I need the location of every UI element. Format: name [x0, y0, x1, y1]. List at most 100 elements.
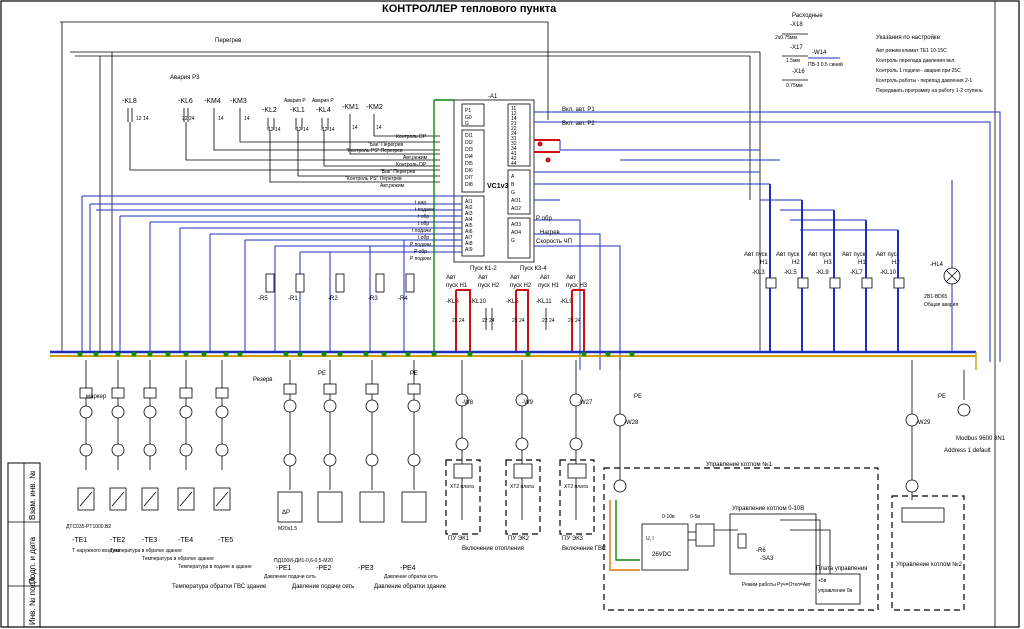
label-rezerv: Резерв — [253, 377, 273, 383]
te-terminal: -TE4 — [178, 537, 193, 544]
te-description: Т наружного воздуха — [72, 548, 120, 554]
do-pin: 32 — [511, 141, 517, 147]
boiler1-cable-w28: -W28 — [624, 420, 639, 426]
relay-km4: -KM4 — [204, 98, 221, 105]
di-label: Авт.режим — [403, 155, 428, 161]
mid-relay-mid: пуск Н1 — [446, 283, 468, 289]
resistor-r4: -R4 — [398, 296, 408, 302]
di-label: "Бак" Перегрев — [380, 169, 416, 175]
pump-unit-label: ХТ2 плата — [510, 484, 534, 490]
setup-notes: Указания по настройке: Авт режим климат … — [876, 34, 983, 94]
te-terminal: -TE3 — [142, 537, 157, 544]
pump-caption: Включение отопления — [462, 546, 524, 552]
boiler1-range2: 0-5в — [690, 514, 700, 520]
boiler2-title: Управление котлом №2 — [896, 561, 963, 568]
di-label: Авт.режим — [380, 183, 405, 189]
modbus-name: Modbus 9600 8N1 — [956, 436, 1006, 442]
te-sensor-columns — [77, 360, 231, 511]
ai-pin: AI6 — [465, 229, 473, 235]
mid-relay-mid: пуск Н2 — [478, 283, 500, 289]
mid-relay-id: -KL10 — [470, 299, 487, 305]
right-relay-mid: Н1 — [858, 260, 866, 266]
pe-terminal: -PE4 — [400, 565, 416, 572]
di-pin: DI1 — [465, 133, 473, 139]
svg-text:A: A — [511, 174, 515, 180]
te-terminal: -TE5 — [218, 537, 233, 544]
relay-km3: -KM3 — [230, 98, 247, 105]
di-label: Контроль DP — [396, 134, 427, 140]
do-pin: 14 — [511, 116, 517, 122]
pump-unit-bottom: ПУ ЭК2 — [508, 536, 530, 542]
mid-relay-top: Авт — [446, 275, 456, 281]
ai-wiring — [81, 99, 462, 352]
ai-pin: AI8 — [465, 241, 473, 247]
right-relay-id: -KL3 — [752, 270, 765, 276]
pe-label: PE — [410, 371, 418, 377]
svg-text:12 14: 12 14 — [136, 116, 149, 122]
resistor-group: -R1 -R2 -R3 -R4 -R5 — [258, 273, 415, 302]
pump-unit-label: ХТ2 плата — [564, 484, 588, 490]
do-pin: 24 — [511, 131, 517, 137]
di-labels: Контроль DP "Бак" Перегрев "Контроль PS"… — [345, 134, 428, 189]
pump-unit-bottom: ПУ ЭК3 — [562, 536, 584, 542]
svg-text:P1: P1 — [465, 108, 471, 114]
right-relay-id: -KL9 — [816, 270, 829, 276]
mid-relay-mid: пуск Н1 — [538, 283, 560, 289]
mid-relay-id: -KL5 — [506, 299, 519, 305]
top-wiring — [60, 21, 761, 352]
pump-unit-bottom: ПУ ЭК1 — [448, 536, 470, 542]
mid-relay-id: -KL9 — [560, 299, 573, 305]
ai-label: t подачи — [412, 228, 431, 234]
label-avaria-p: Авария Р — [284, 98, 306, 104]
di-pin: DI3 — [465, 147, 473, 153]
do-pin: 42 — [511, 156, 517, 162]
stamp-label-3: Инв. № подл. — [28, 575, 37, 625]
pe-label: PE — [318, 371, 326, 377]
svg-text:22 24: 22 24 — [452, 318, 465, 324]
boiler1-mode: Режим работы Руч=Откл=Авт — [742, 582, 812, 588]
te-terminal: -TE2 — [110, 537, 125, 544]
label-peregrev: Перегрев — [215, 38, 241, 44]
do-pin: 41 — [511, 151, 517, 157]
di-pin: DI2 — [465, 140, 473, 146]
svg-text:AO3: AO3 — [511, 222, 521, 228]
do-pin: 11 — [511, 106, 516, 112]
ai-label: t обр — [418, 221, 429, 227]
do-pin: 31 — [511, 136, 517, 142]
boiler1-title: Управление котлом №1 — [706, 461, 773, 468]
svg-text:G: G — [511, 190, 515, 196]
notes-line: Контроль 1 подачи - авария при 25С — [876, 68, 961, 74]
di-pin: DI4 — [465, 154, 473, 160]
label-pusk-k34: Пуск К3-4 — [520, 266, 547, 272]
notes-line: Контроль работы - перепад давления 2-1 — [876, 78, 972, 84]
svg-text:14: 14 — [376, 125, 382, 131]
do-pin: 44 — [511, 161, 517, 167]
boiler2-block: Управление котлом №2 -W29 — [891, 360, 965, 611]
ai-label: P обр — [414, 249, 427, 255]
ai-pin: AI1 — [465, 199, 473, 205]
right-relay-id: -KL5 — [784, 270, 797, 276]
right-relay-group: Авт пуск Н1 -KL3 Авт пуск Н2 -KL5 Авт пу… — [740, 183, 905, 352]
relay-kl8: -KL8 — [122, 98, 137, 105]
mid-relay-top: Авт — [566, 275, 576, 281]
lamp-spec: ZB1-BD65 — [924, 294, 948, 300]
ai-label: t нар — [415, 200, 426, 206]
pe-terminal: -PE2 — [316, 565, 332, 572]
pe-labels: PE PE PE PE — [318, 371, 946, 400]
boiler1-sa3: -SA3 — [760, 556, 774, 562]
label-p-obr: Р обр — [536, 216, 552, 222]
controller-a1: -A1 — [488, 94, 498, 100]
ai-pin: AI5 — [465, 223, 473, 229]
svg-text:22 24: 22 24 — [512, 318, 525, 324]
notes-line: Передавать программу на работу 1-2 ступе… — [876, 88, 983, 94]
boiler1-plate-title: Плата управления — [816, 566, 867, 572]
consumable-size: 2х0.75мм — [775, 35, 797, 41]
di-pin: DI6 — [465, 168, 473, 174]
consumables-block: Расходные -Х18 2х0.75мм -Х17 1.5мм -W14 … — [775, 13, 843, 89]
svg-text:22 24: 22 24 — [568, 318, 581, 324]
stamp-label-2: Подп. и дата — [28, 536, 37, 584]
di-label: "Бак" Перегрев — [368, 142, 404, 148]
svg-text:G: G — [465, 121, 469, 127]
